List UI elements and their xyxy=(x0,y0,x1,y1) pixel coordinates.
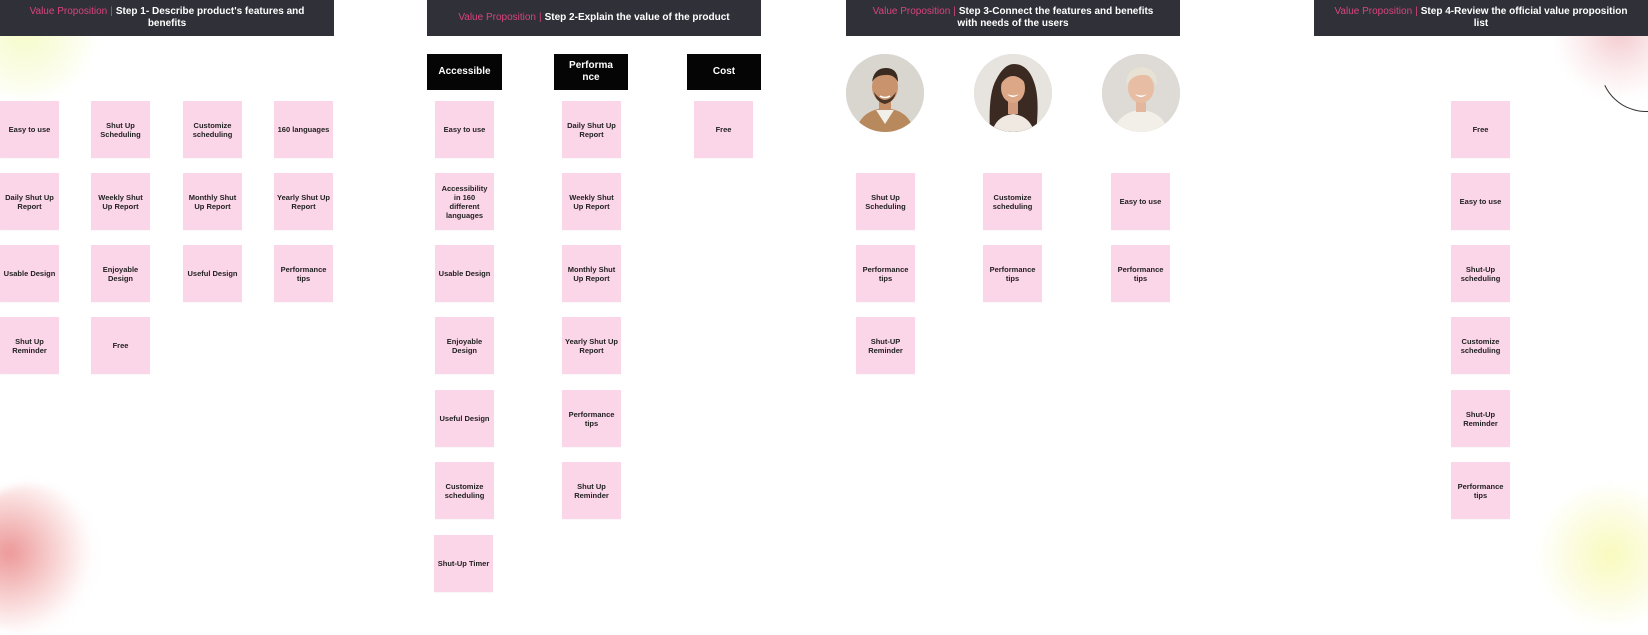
user-avatar-man-image xyxy=(846,54,924,132)
sticky-note[interactable]: Daily Shut Up Report xyxy=(562,101,621,158)
header-separator: | xyxy=(110,6,113,17)
sticky-note[interactable]: Free xyxy=(694,101,753,158)
sticky-note[interactable]: Free xyxy=(1451,101,1510,158)
header-title: Step 4-Review the official value proposi… xyxy=(1420,6,1628,29)
sticky-note[interactable]: Customize scheduling xyxy=(435,462,494,519)
sticky-note[interactable]: Performance tips xyxy=(1451,462,1510,519)
sticky-note[interactable]: Monthly Shut Up Report xyxy=(562,245,621,302)
sticky-note[interactable]: Performance tips xyxy=(274,245,333,302)
sticky-note[interactable]: Performance tips xyxy=(562,390,621,447)
sticky-note[interactable]: Free xyxy=(91,317,150,374)
yellow-gradient-blob xyxy=(1535,485,1648,625)
header-accent: Value Proposition xyxy=(872,6,951,17)
sticky-note[interactable]: Daily Shut Up Report xyxy=(0,173,59,230)
sticky-note[interactable]: Monthly Shut Up Report xyxy=(183,173,242,230)
sticky-note[interactable]: Customize scheduling xyxy=(183,101,242,158)
sticky-note[interactable]: Performance tips xyxy=(1111,245,1170,302)
user-avatar-older-woman-image xyxy=(1102,54,1180,132)
sticky-note[interactable]: Yearly Shut Up Report xyxy=(274,173,333,230)
sticky-note[interactable]: Easy to use xyxy=(1451,173,1510,230)
user-avatar-man xyxy=(846,54,924,132)
step4-header: Value Proposition|Step 4-Review the offi… xyxy=(1314,0,1648,36)
sticky-note[interactable]: Enjoyable Design xyxy=(435,317,494,374)
header-title: Step 2-Explain the value of the product xyxy=(544,12,730,23)
sticky-note[interactable]: Enjoyable Design xyxy=(91,245,150,302)
sticky-note[interactable]: Customize scheduling xyxy=(1451,317,1510,374)
header-title: Step 3-Connect the features and benefits… xyxy=(957,6,1154,29)
category-cost[interactable]: Cost xyxy=(687,54,761,90)
user-avatar-woman-image xyxy=(974,54,1052,132)
header-title: Step 1- Describe product's features and … xyxy=(115,6,305,29)
sticky-note[interactable]: Accessibility in 160 different languages xyxy=(435,173,494,230)
sticky-note[interactable]: Shut Up Reminder xyxy=(0,317,59,374)
header-separator: | xyxy=(953,6,956,17)
sticky-note[interactable]: Shut-Up scheduling xyxy=(1451,245,1510,302)
step2-header: Value Proposition|Step 2-Explain the val… xyxy=(427,0,761,36)
header-accent: Value Proposition xyxy=(458,12,536,23)
step1-header: Value Proposition|Step 1- Describe produ… xyxy=(0,0,334,36)
sticky-note[interactable]: Easy to use xyxy=(0,101,59,158)
sticky-note[interactable]: Weekly Shut Up Report xyxy=(91,173,150,230)
sticky-note[interactable]: Shut-Up Reminder xyxy=(1451,390,1510,447)
sticky-note[interactable]: Shut Up Scheduling xyxy=(91,101,150,158)
header-separator: | xyxy=(539,12,542,23)
header-accent: Value Proposition xyxy=(1334,6,1413,17)
sticky-note[interactable]: Usable Design xyxy=(0,245,59,302)
sticky-note[interactable]: Weekly Shut Up Report xyxy=(562,173,621,230)
user-avatar-older-woman xyxy=(1102,54,1180,132)
category-performance[interactable]: Performa nce xyxy=(554,54,628,90)
category-accessible[interactable]: Accessible xyxy=(427,54,502,90)
sticky-note[interactable]: Customize scheduling xyxy=(983,173,1042,230)
sticky-note[interactable]: Shut-UP Reminder xyxy=(856,317,915,374)
sticky-note[interactable]: Shut-Up Timer xyxy=(434,535,493,592)
sticky-note[interactable]: Performance tips xyxy=(983,245,1042,302)
header-separator: | xyxy=(1415,6,1418,17)
sticky-note[interactable]: Easy to use xyxy=(1111,173,1170,230)
sticky-note[interactable]: Shut Up Scheduling xyxy=(856,173,915,230)
user-avatar-woman xyxy=(974,54,1052,132)
red-gradient-blob xyxy=(0,485,100,635)
sticky-note[interactable]: Yearly Shut Up Report xyxy=(562,317,621,374)
sticky-note[interactable]: 160 languages xyxy=(274,101,333,158)
sticky-note[interactable]: Usable Design xyxy=(435,245,494,302)
sticky-note[interactable]: Useful Design xyxy=(435,390,494,447)
sticky-note[interactable]: Useful Design xyxy=(183,245,242,302)
header-accent: Value Proposition xyxy=(29,6,108,17)
step3-header: Value Proposition|Step 3-Connect the fea… xyxy=(846,0,1180,36)
sticky-note[interactable]: Performance tips xyxy=(856,245,915,302)
sticky-note[interactable]: Easy to use xyxy=(435,101,494,158)
sticky-note[interactable]: Shut Up Reminder xyxy=(562,462,621,519)
